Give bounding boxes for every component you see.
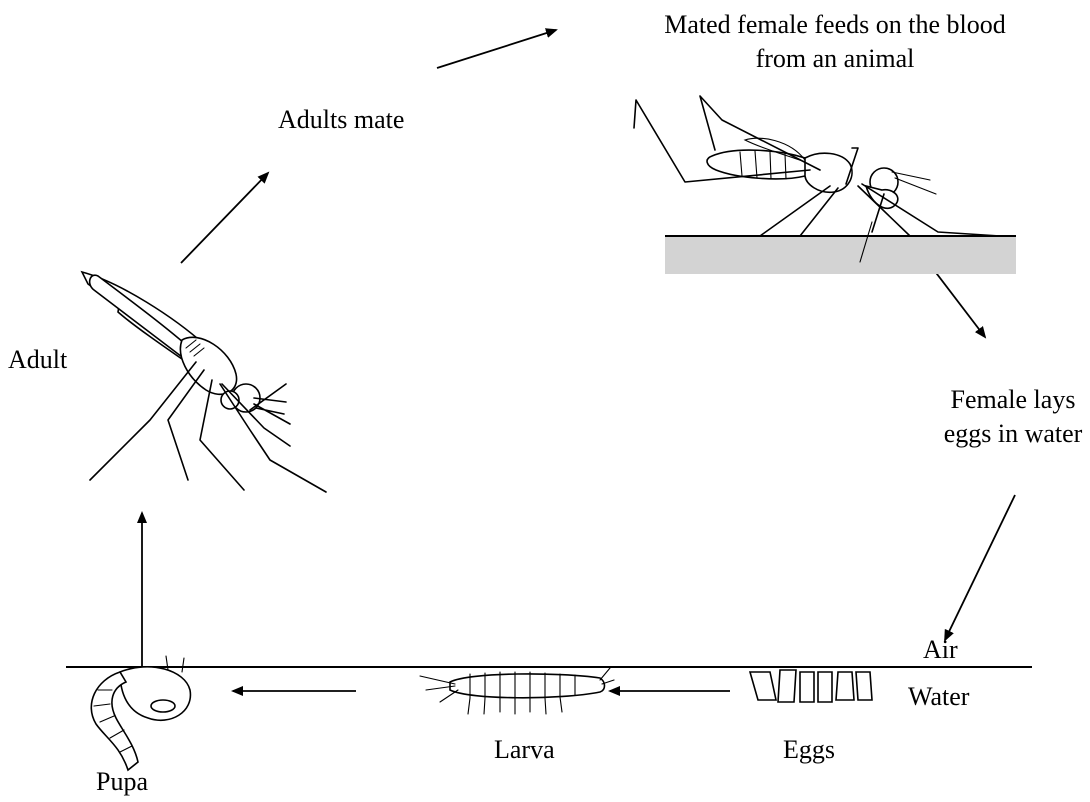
arrow-mate-to-feeding [437, 30, 556, 68]
animal-skin [665, 222, 1016, 274]
mated-female-line1: Mated female feeds on the blood [664, 8, 1006, 42]
mated-female-line2: from an animal [664, 42, 1006, 76]
mated-female-label: Mated female feeds on the blood from an … [664, 8, 1006, 76]
feeding-mosquito-icon [634, 96, 1000, 236]
female-lays-line1: Female lays [944, 383, 1083, 417]
larva-icon [420, 668, 614, 714]
water-label: Water [908, 680, 969, 714]
adult-label: Adult [8, 343, 67, 377]
pupa-label: Pupa [96, 765, 148, 799]
eggs-icon [750, 670, 872, 702]
pupa-icon [91, 656, 190, 770]
adult-mosquito-icon [82, 272, 326, 492]
larva-label: Larva [494, 733, 555, 767]
air-label: Air [923, 633, 958, 667]
arrow-adult-to-mate [181, 173, 268, 263]
female-lays-line2: eggs in water [944, 417, 1083, 451]
female-lays-label: Female lays eggs in water [944, 383, 1083, 451]
eggs-label: Eggs [783, 733, 835, 767]
arrow-lays-to-water [945, 495, 1015, 640]
adults-mate-label: Adults mate [278, 103, 404, 137]
